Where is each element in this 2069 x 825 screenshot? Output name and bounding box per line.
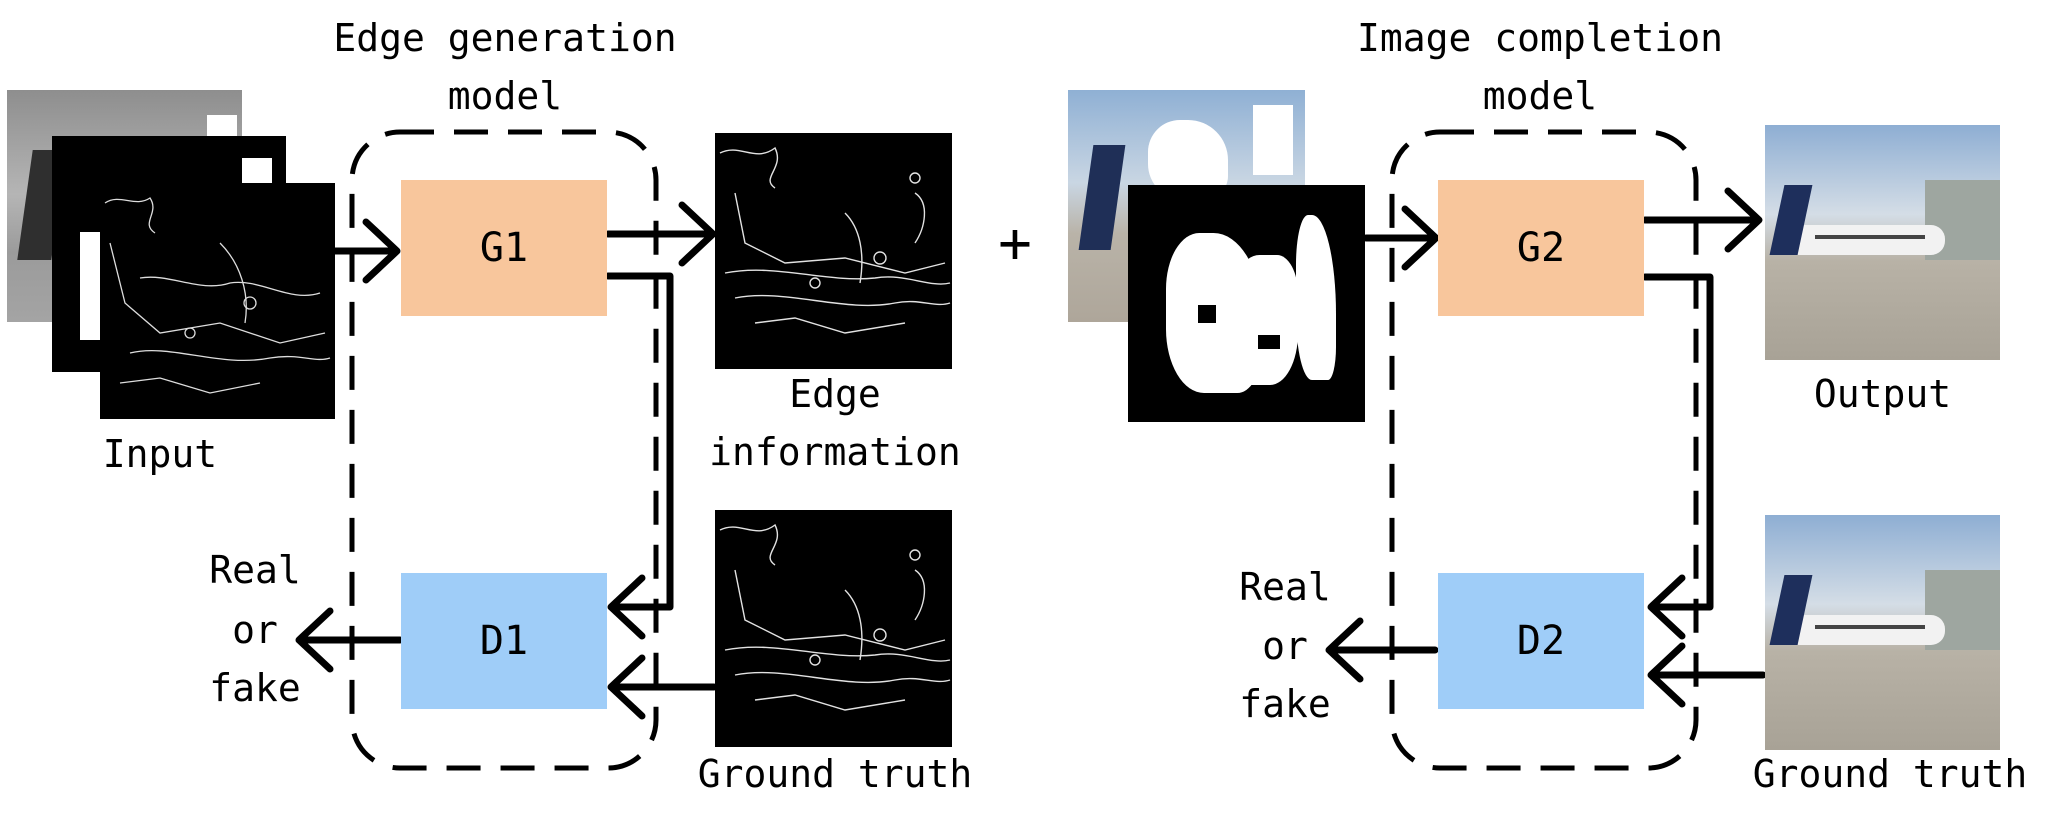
- edge-model-title-line1: Edge generation: [333, 16, 677, 60]
- edge-ground-truth-label: Ground truth: [697, 752, 973, 796]
- discriminator-d1: D1: [401, 573, 607, 709]
- discriminator-d2: D2: [1438, 573, 1644, 709]
- d2-real-or-fake-line2: or: [1262, 624, 1308, 668]
- completion-ground-truth-label: Ground truth: [1752, 752, 2028, 796]
- completion-model-title-line2: model: [1482, 74, 1598, 118]
- ground-truth-edge-sketch: [719, 523, 951, 711]
- completion-model-boundary: [1389, 129, 1699, 771]
- edge-information-image: [715, 133, 952, 369]
- output-label: Output: [1813, 372, 1952, 416]
- edge-information-label-line2: information: [709, 430, 961, 474]
- ground-truth-edge-image: [715, 510, 952, 747]
- d1-real-or-fake-line1: Real: [209, 548, 301, 592]
- d2-real-or-fake-line1: Real: [1239, 565, 1331, 609]
- edge-model-title-line2: model: [447, 74, 563, 118]
- output-image: [1765, 125, 2000, 360]
- d2-real-or-fake-line3: fake: [1239, 682, 1331, 726]
- arrow-g2-to-d2: [1641, 273, 1714, 611]
- d1-real-or-fake-line3: fake: [209, 666, 301, 710]
- generator-g1: G1: [401, 180, 607, 316]
- binary-mask-image: [1128, 185, 1365, 422]
- input-edge-image: [100, 183, 335, 419]
- completion-model-title-line1: Image completion: [1356, 16, 1724, 60]
- arrow-g1-to-d1: [604, 272, 674, 611]
- input-label: Input: [102, 432, 218, 476]
- edge-information-label-line1: Edge: [789, 372, 881, 416]
- edge-information-sketch: [719, 146, 951, 334]
- edge-model-boundary: [349, 129, 659, 771]
- input-edge-sketch: [104, 197, 331, 394]
- d1-real-or-fake-line2: or: [232, 608, 278, 652]
- generator-g2: G2: [1438, 180, 1644, 316]
- ground-truth-color-image: [1765, 515, 2000, 750]
- plus-sign: +: [998, 211, 1032, 276]
